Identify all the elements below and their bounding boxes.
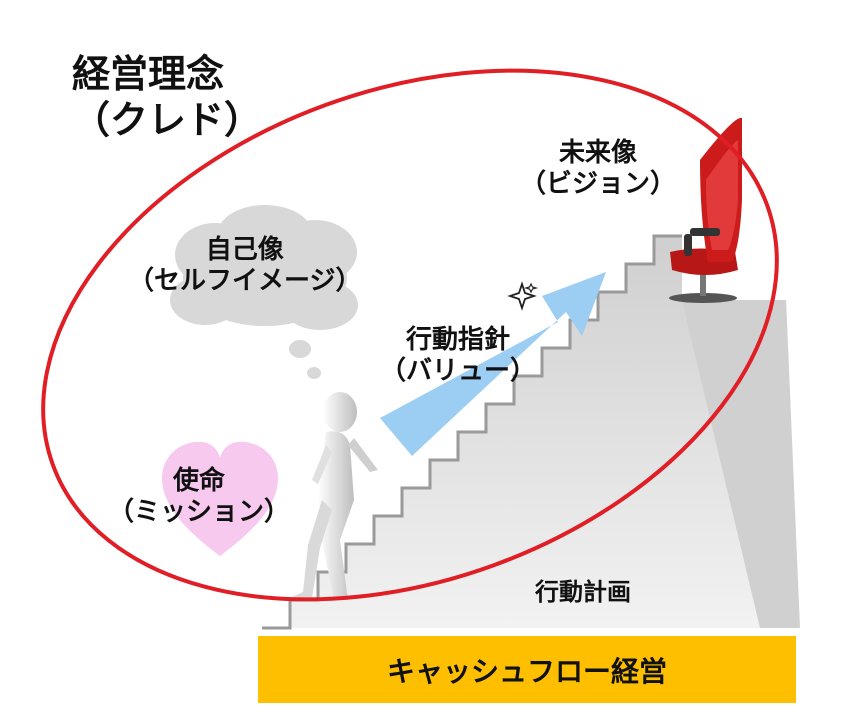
thought-cloud <box>170 205 358 379</box>
vision-label: 未来像 （ビジョン） <box>520 138 676 200</box>
self-image-line1: 自己像 <box>205 235 284 265</box>
sparkle-icon <box>507 281 539 311</box>
values-line2: （バリュー） <box>380 356 537 387</box>
walking-person-icon <box>290 392 378 600</box>
vision-line2: （ビジョン） <box>520 169 677 200</box>
values-label: 行動指針 （バリュー） <box>380 325 536 387</box>
credo-title-line1: 経営理念 <box>72 52 225 96</box>
office-chair-icon <box>669 117 742 303</box>
mission-line1: 使命 <box>173 466 226 496</box>
staircase <box>262 234 800 630</box>
self-image-label: 自己像 （セルフイメージ） <box>128 235 361 297</box>
values-line1: 行動指針 <box>406 325 511 355</box>
foundation-bar: キャッシュフロー経営 <box>258 636 796 703</box>
values-arrow <box>380 272 606 456</box>
mission-line2: （ミッション） <box>108 497 291 528</box>
mission-heart <box>162 441 278 556</box>
credo-title-line2: （クレド） <box>72 97 263 142</box>
mission-label: 使命 （ミッション） <box>108 466 290 528</box>
credo-ellipse <box>41 68 779 602</box>
credo-title: 経営理念 （クレド） <box>72 52 262 143</box>
action-plan-label: 行動計画 <box>535 578 631 606</box>
foundation-label: キャッシュフロー経営 <box>386 654 667 688</box>
vision-line1: 未来像 <box>559 138 638 168</box>
self-image-line2: （セルフイメージ） <box>128 266 362 297</box>
